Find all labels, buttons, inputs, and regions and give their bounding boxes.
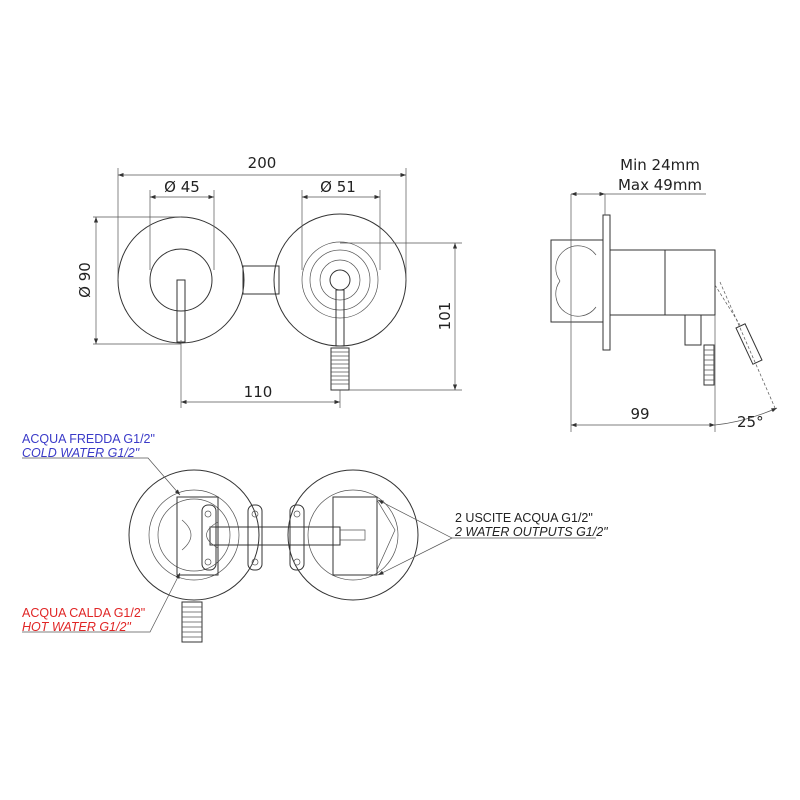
side-lever <box>684 314 702 346</box>
outlet-block <box>332 496 378 576</box>
outputs-label-it: 2 USCITE ACQUA G1/2" <box>455 511 593 525</box>
cold-water-label-en: COLD WATER G1/2" <box>22 446 140 460</box>
side-knob <box>550 239 604 323</box>
right-rosette <box>273 213 407 347</box>
left-knob <box>149 248 213 312</box>
dim-wall-max: Max 49mm <box>618 176 702 194</box>
dim-rosette-diameter: Ø 90 <box>76 262 94 298</box>
back-pipe <box>209 526 341 546</box>
cold-leader <box>22 457 181 496</box>
hot-water-label-en: HOT WATER G1/2" <box>22 620 131 634</box>
dim-centers: 110 <box>244 383 273 401</box>
back-view: ACQUA FREDDA G1/2" COLD WATER G1/2" ACQU… <box>22 432 608 643</box>
front-view: 200 Ø 45 Ø 51 Ø 90 101 110 <box>76 154 462 408</box>
dim-right-diameter: Ø 51 <box>320 178 356 196</box>
dim-height: 101 <box>436 302 454 331</box>
hot-water-label-it: ACQUA CALDA G1/2" <box>22 606 145 620</box>
connecting-pipe <box>242 265 280 295</box>
dim-left-diameter: Ø 45 <box>164 178 200 196</box>
dim-wall-min: Min 24mm <box>620 156 700 174</box>
right-lever <box>335 289 345 347</box>
left-back-rosette <box>128 469 260 601</box>
side-plate <box>602 214 611 351</box>
dim-overall-width: 200 <box>248 154 277 172</box>
right-back-rosette <box>287 469 419 601</box>
cold-water-label-it: ACQUA FREDDA G1/2" <box>22 432 155 446</box>
right-knob <box>329 269 351 291</box>
right-ring <box>301 241 379 319</box>
side-body <box>609 249 666 316</box>
side-view: Min 24mm Max 49mm 99 25° <box>550 156 778 432</box>
side-cap <box>664 249 716 316</box>
dim-lever-angle: 25° <box>737 413 764 431</box>
cold-hot-inlet-block <box>176 496 219 576</box>
outputs-label-en: 2 WATER OUTPUTS G1/2" <box>454 525 608 539</box>
back-hose <box>181 601 203 643</box>
right-ring <box>309 249 371 311</box>
hot-leader <box>22 572 181 633</box>
hose <box>330 347 350 391</box>
dim-depth: 99 <box>630 405 649 423</box>
right-ring <box>319 259 361 301</box>
